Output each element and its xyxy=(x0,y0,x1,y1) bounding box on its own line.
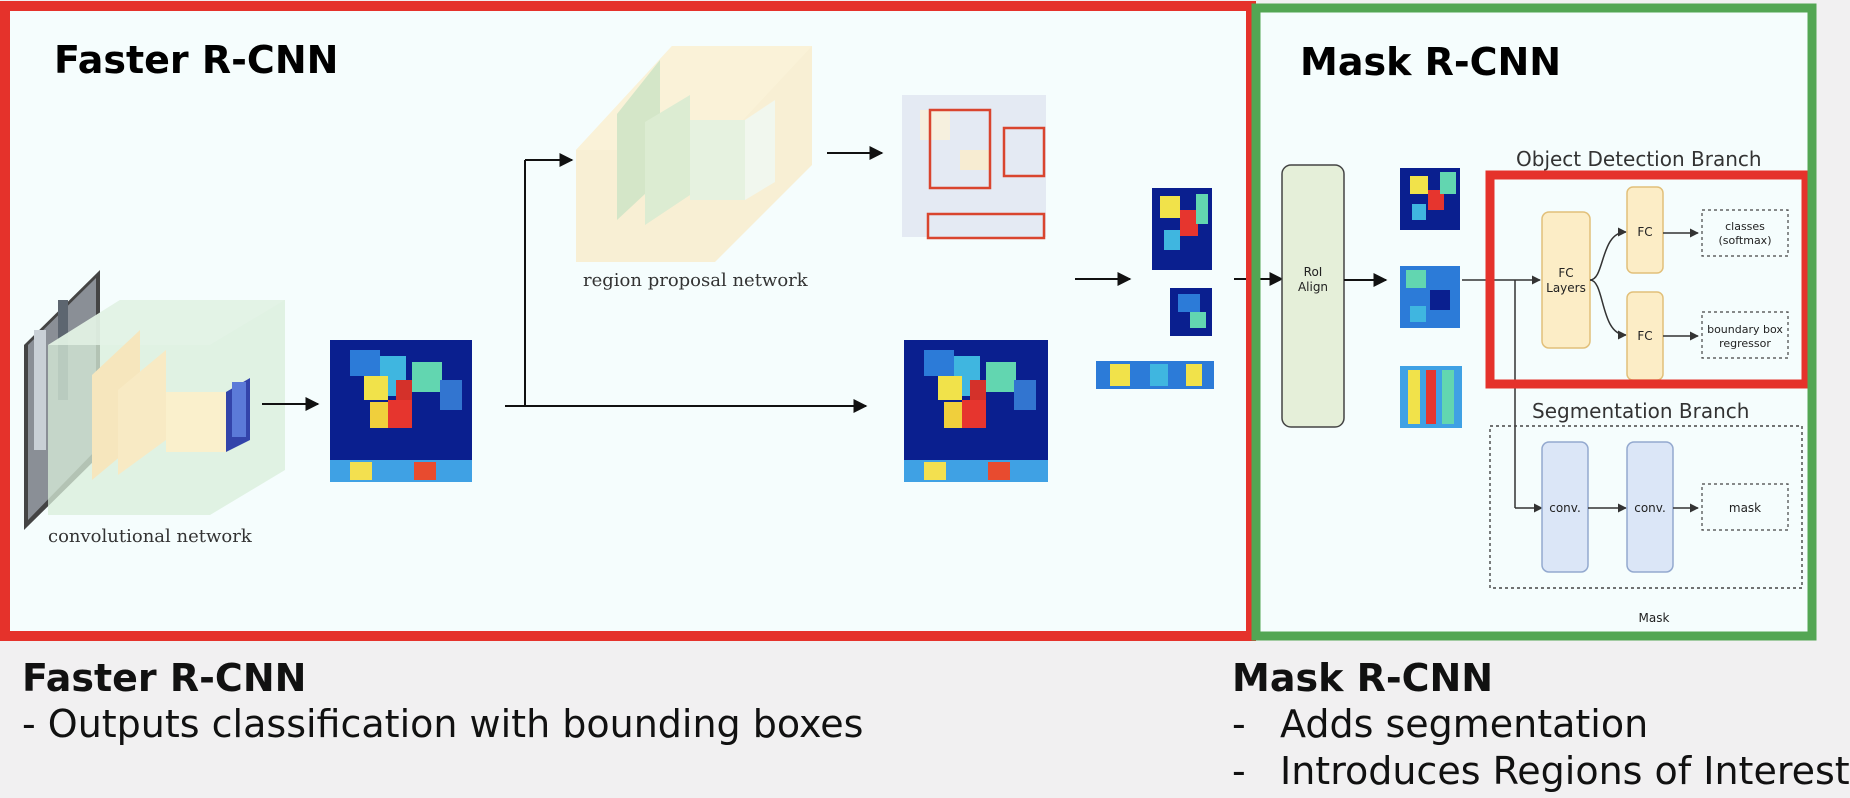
faster-panel-title: Faster R-CNN xyxy=(54,38,338,82)
region-proposals-map xyxy=(902,95,1046,240)
mask-caption-bullet-text-2: Introduces Regions of Interest xyxy=(1280,749,1850,793)
fc-box-a xyxy=(1626,186,1664,274)
roi-align-label-2: Align xyxy=(1298,280,1328,294)
classes-label-2: (softmax) xyxy=(1718,234,1771,247)
mask-rcnn-frame xyxy=(1251,3,1817,641)
conv-box-a xyxy=(1541,441,1589,573)
cnn-label: convolutional network xyxy=(48,526,253,547)
bullet-dash: - xyxy=(1232,749,1246,793)
fc-box-b-label: FC xyxy=(1637,329,1652,343)
roi-feature-maps xyxy=(1400,168,1462,428)
fc-layers-label-2: Layers xyxy=(1546,281,1586,295)
conv-box-a-label: conv. xyxy=(1549,501,1581,515)
rpn-label: region proposal network xyxy=(583,270,809,291)
architecture-diagram: Faster R-CNN convolutional network xyxy=(0,1,1817,641)
feature-map-1 xyxy=(330,340,472,482)
fc-layers-box xyxy=(1541,211,1591,349)
mask-caption-bullet-text-1: Adds segmentation xyxy=(1280,702,1649,746)
mask-panel-bg xyxy=(1256,8,1810,633)
fc-box-a-label: FC xyxy=(1637,225,1652,239)
faster-rcnn-frame xyxy=(0,1,1256,641)
roi-align-label-1: RoI xyxy=(1304,265,1323,279)
roi-crops xyxy=(1096,188,1214,389)
bullet-dash: - xyxy=(1232,702,1246,746)
mask-panel-title: Mask R-CNN xyxy=(1300,40,1561,84)
mask-caption-bullet-1: -Adds segmentation xyxy=(1232,701,1850,748)
segmentation-branch-label: Segmentation Branch xyxy=(1532,399,1749,423)
faster-caption-heading: Faster R-CNN xyxy=(22,656,307,700)
detection-head-highlight xyxy=(1485,170,1811,389)
region-proposal-network-block xyxy=(576,46,812,262)
fc-layers-label-1: FC xyxy=(1558,266,1573,280)
conv-box-b xyxy=(1626,441,1674,573)
faster-caption-bullet: - Outputs classification with bounding b… xyxy=(22,702,864,746)
roi-align-box xyxy=(1281,164,1345,428)
bbox-label-1: boundary box xyxy=(1707,323,1783,336)
feature-map-2 xyxy=(904,340,1048,482)
faster-rcnn-caption: Faster R-CNN - Outputs classification wi… xyxy=(22,655,863,748)
mask-caption: Mask xyxy=(1639,611,1670,625)
object-detection-branch-label: Object Detection Branch xyxy=(1516,147,1762,171)
mask-rcnn-caption: Mask R-CNN -Adds segmentation -Introduce… xyxy=(1232,655,1850,795)
mask-output-label: mask xyxy=(1729,501,1761,515)
mask-caption-heading: Mask R-CNN xyxy=(1232,656,1494,700)
classes-box xyxy=(1701,209,1789,257)
mask-output-box xyxy=(1701,483,1789,531)
bbox-regressor-box xyxy=(1701,311,1789,359)
mask-caption-bullet-2: -Introduces Regions of Interest xyxy=(1232,748,1850,795)
conv-box-b-label: conv. xyxy=(1634,501,1666,515)
convolutional-network-block xyxy=(48,300,285,515)
segmentation-branch-box xyxy=(1489,425,1803,589)
classes-label-1: classes xyxy=(1725,220,1765,233)
bbox-label-2: regressor xyxy=(1719,337,1771,350)
